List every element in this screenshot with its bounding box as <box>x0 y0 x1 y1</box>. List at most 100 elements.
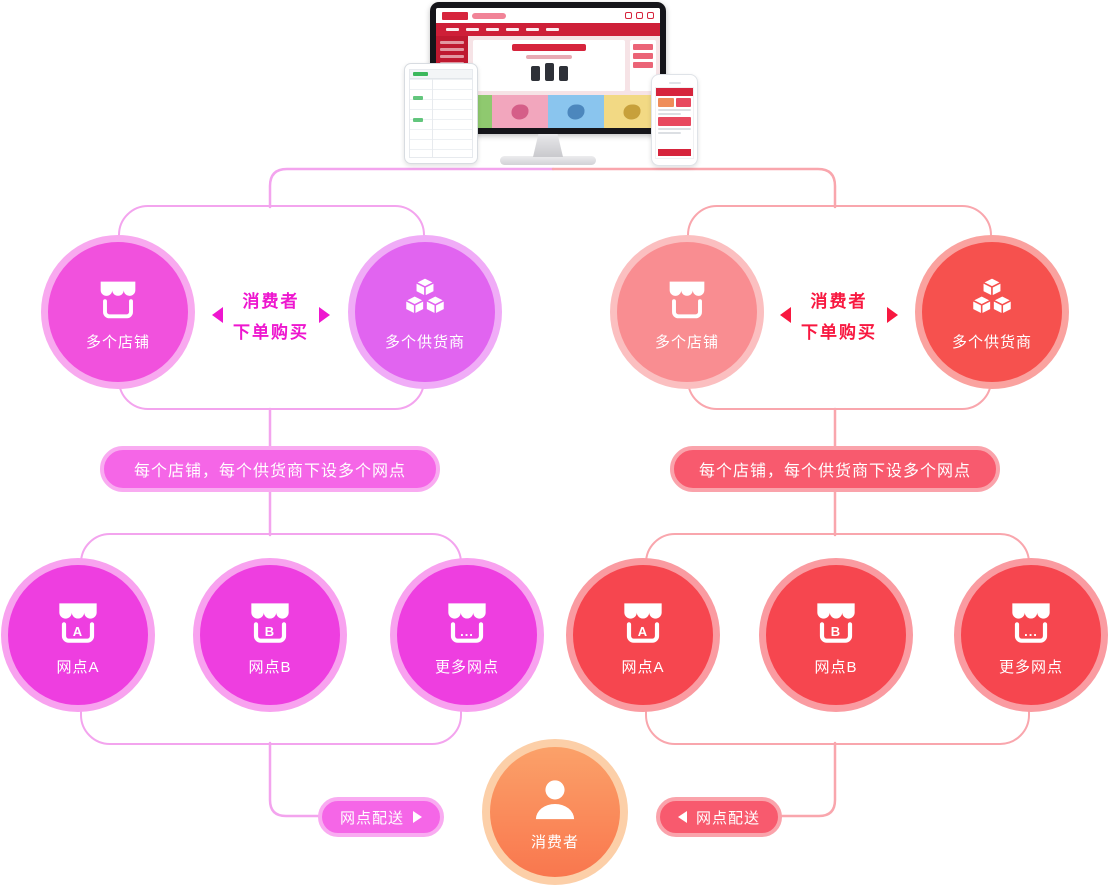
tablet-green-link <box>413 96 423 100</box>
tablet-green-link <box>413 118 423 122</box>
header-icon <box>647 12 654 19</box>
nav-item <box>526 28 539 31</box>
node-letter: ... <box>1024 623 1038 639</box>
nav-item <box>466 28 479 31</box>
site-navbar <box>436 23 660 36</box>
network-note-text: 每个店铺，每个供货商下设多个网点 <box>133 463 406 480</box>
nav-item <box>486 28 499 31</box>
left-delivery-pill: 网点配送 <box>318 797 444 837</box>
node-letter: A <box>637 623 649 639</box>
node-label: 更多网点 <box>434 658 499 676</box>
left-order-flow-label: 消费者 下单购买 <box>212 287 330 343</box>
left-node-more-circle: ... 更多网点 <box>390 558 544 712</box>
tablet-table-header <box>410 70 472 79</box>
arrow-right-icon <box>887 307 898 323</box>
consumer-circle: 消费者 <box>482 739 628 885</box>
phone-footer-bar <box>658 149 691 156</box>
node-label: 网点A <box>56 658 100 676</box>
placeholder-line <box>658 128 691 130</box>
network-note-text: 每个店铺，每个供货商下设多个网点 <box>698 463 971 480</box>
product-tile <box>604 95 660 128</box>
node-letter: ... <box>460 623 474 639</box>
node-letter: B <box>264 623 276 639</box>
right-order-flow-label: 消费者 下单购买 <box>780 287 898 343</box>
person-icon <box>535 779 575 819</box>
node-letter: B <box>830 623 842 639</box>
left-node-a-circle: A 网点A <box>1 558 155 712</box>
storefront-icon: A <box>615 594 671 650</box>
right-network-note-pill: 每个店铺，每个供货商下设多个网点 <box>670 446 1000 492</box>
left-stores-circle: 多个店铺 <box>41 235 195 389</box>
phone-header-bar <box>656 88 693 96</box>
storefront-icon: ... <box>1003 594 1059 650</box>
right-suppliers-circle: 多个供货商 <box>915 235 1069 389</box>
node-letter: A <box>72 623 84 639</box>
monitor-stand-neck <box>533 134 563 157</box>
storefront-icon: B <box>242 594 298 650</box>
site-header <box>436 8 660 23</box>
product-photo <box>511 104 529 119</box>
phone-red-block <box>658 117 691 126</box>
order-flow-text: 消费者 下单购买 <box>801 287 877 343</box>
site-logo <box>442 11 468 20</box>
arrow-left-icon <box>212 307 223 323</box>
node-label: 网点A <box>621 658 665 676</box>
order-line1: 消费者 <box>242 292 300 311</box>
boxes-icon <box>404 276 446 315</box>
arrow-right-icon <box>319 307 330 323</box>
phone-content <box>656 96 693 158</box>
node-label: 更多网点 <box>998 658 1063 676</box>
placeholder-line <box>658 109 691 111</box>
monitor-stand-base <box>500 156 596 165</box>
suppliers-label: 多个供货商 <box>951 333 1032 351</box>
product-photo <box>623 104 641 119</box>
order-line2: 下单购买 <box>801 323 877 342</box>
placeholder-line <box>658 113 682 115</box>
delivery-text: 网点配送 <box>695 809 760 827</box>
header-icon <box>636 12 643 19</box>
order-line1: 消费者 <box>810 292 868 311</box>
tablet-device <box>404 63 478 164</box>
left-network-note-pill: 每个店铺，每个供货商下设多个网点 <box>100 446 440 492</box>
hero-device-images <box>530 63 568 81</box>
right-delivery-pill: 网点配送 <box>656 797 782 837</box>
right-node-a-circle: A 网点A <box>566 558 720 712</box>
right-node-more-circle: ... 更多网点 <box>954 558 1108 712</box>
site-slogan <box>472 12 506 19</box>
phone-banner-tiles <box>658 98 691 107</box>
right-stores-circle: 多个店铺 <box>610 235 764 389</box>
phone-screen <box>655 87 694 159</box>
nav-item <box>506 28 519 31</box>
hero-panel <box>473 40 625 91</box>
suppliers-label: 多个供货商 <box>384 333 465 351</box>
nav-item <box>546 28 559 31</box>
product-photo <box>567 104 585 119</box>
storefront-icon <box>667 279 707 318</box>
product-tile <box>492 95 548 128</box>
tablet-screen <box>409 69 473 158</box>
storefront-icon: ... <box>439 594 495 650</box>
arrow-left-icon <box>780 307 791 323</box>
left-node-b-circle: B 网点B <box>193 558 347 712</box>
right-node-b-circle: B 网点B <box>759 558 913 712</box>
storefront-icon <box>98 279 138 318</box>
placeholder-line <box>658 132 682 134</box>
left-suppliers-circle: 多个供货商 <box>348 235 502 389</box>
delivery-text: 网点配送 <box>339 809 404 827</box>
arrow-right-icon <box>413 811 422 823</box>
storefront-icon: B <box>808 594 864 650</box>
tablet-green-button <box>413 72 428 76</box>
hero-title-bar <box>512 44 586 51</box>
hero-subtitle-bar <box>526 55 572 59</box>
stores-label: 多个店铺 <box>654 333 719 351</box>
storefront-icon: A <box>50 594 106 650</box>
phone-device <box>651 74 698 166</box>
stores-label: 多个店铺 <box>85 333 150 351</box>
node-label: 网点B <box>248 658 292 676</box>
order-flow-text: 消费者 下单购买 <box>233 287 309 343</box>
product-tile <box>548 95 604 128</box>
phone-speaker <box>668 82 681 84</box>
node-label: 网点B <box>814 658 858 676</box>
